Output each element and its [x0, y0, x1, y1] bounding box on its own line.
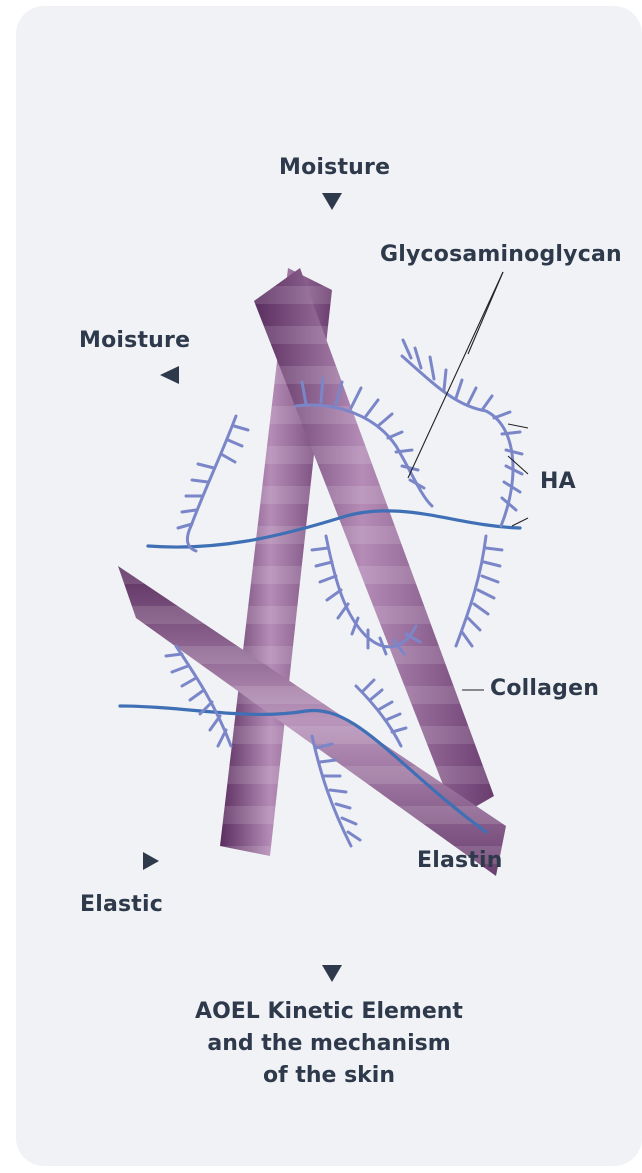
caption-line-1: AOEL Kinetic Element — [16, 996, 642, 1028]
leader-ha-1 — [508, 424, 528, 428]
glycan-bristles-3 — [178, 426, 248, 528]
label-glycosaminoglycan: Glycosaminoglycan — [380, 242, 622, 267]
label-elastin: Elastin — [417, 848, 503, 873]
elastin-strand-1 — [148, 511, 520, 547]
skin-structure-illustration — [16, 6, 642, 1166]
glycan-bristles-8 — [362, 680, 406, 732]
diagram-caption: AOEL Kinetic Element and the mechanism o… — [16, 996, 642, 1092]
arrow-down-moisture-icon — [322, 193, 342, 210]
label-moisture-top: Moisture — [279, 155, 390, 180]
leader-ha-3 — [512, 518, 528, 526]
collagen-fibers — [118, 268, 506, 876]
label-collagen: Collagen — [490, 676, 599, 701]
arrow-left-moisture-icon — [160, 366, 179, 384]
arrow-down-caption-icon — [322, 965, 342, 982]
label-moisture-left: Moisture — [79, 328, 190, 353]
caption-line-2: and the mechanism — [16, 1028, 642, 1060]
arrow-right-elastic-icon — [143, 852, 159, 870]
glycan-chain-3 — [187, 416, 236, 551]
label-ha: HA — [540, 469, 576, 494]
label-elastic: Elastic — [80, 892, 163, 917]
diagram-card: Moisture Glycosaminoglycan Moisture HA C… — [16, 6, 642, 1166]
glycan-chain-1 — [402, 356, 513, 526]
caption-line-3: of the skin — [16, 1060, 642, 1092]
